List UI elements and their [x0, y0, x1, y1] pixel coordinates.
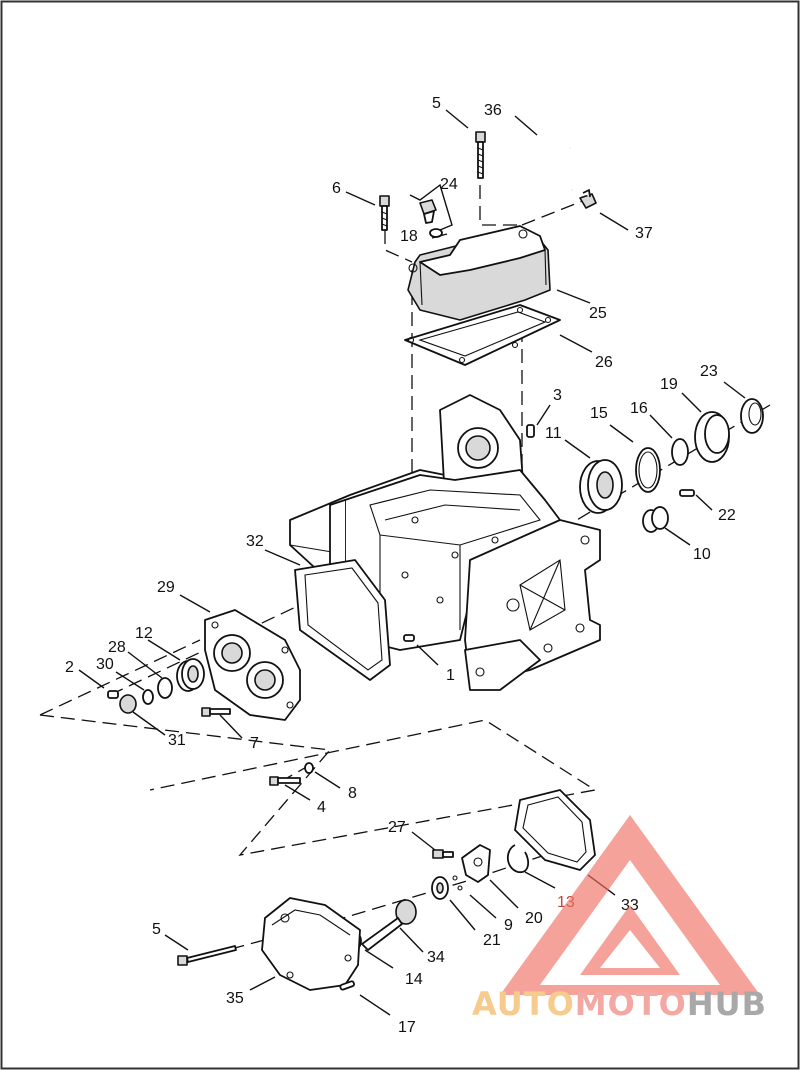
callout-37: 37 [635, 225, 653, 242]
callout-32: 32 [246, 533, 264, 550]
callout-17: 17 [398, 1019, 416, 1036]
callout-21: 21 [483, 932, 501, 949]
callout-5-bottom: 5 [152, 921, 161, 938]
callout-14: 14 [405, 971, 423, 988]
callout-5-top: 5 [432, 95, 441, 112]
callout-4: 4 [317, 799, 326, 816]
callout-19: 19 [660, 376, 678, 393]
top-cover-assembly [404, 225, 561, 366]
watermark-auto: AUTO [472, 985, 575, 1023]
callout-11: 11 [545, 425, 562, 442]
callout-10: 10 [693, 546, 711, 563]
callout-9: 9 [504, 917, 513, 934]
callout-31: 31 [168, 732, 186, 749]
left-side-components [107, 559, 415, 786]
callout-25: 25 [589, 305, 607, 322]
callout-35: 35 [226, 990, 244, 1007]
callout-12: 12 [135, 625, 153, 642]
bearing-stack [526, 398, 764, 533]
callout-6: 6 [332, 180, 341, 197]
callout-1: 1 [446, 667, 455, 684]
callout-28: 28 [108, 639, 126, 656]
side-cover-assembly [177, 789, 596, 991]
watermark-triangle-icon [500, 815, 760, 995]
callout-23: 23 [700, 363, 718, 380]
callout-18: 18 [400, 228, 418, 245]
callout-22: 22 [718, 507, 736, 524]
callout-29: 29 [157, 579, 175, 596]
callout-34: 34 [427, 949, 445, 966]
callout-27: 27 [388, 819, 406, 836]
callout-30: 30 [96, 656, 114, 673]
callout-labels: 1 2 3 4 5 5 6 7 8 9 10 11 12 13 14 15 16… [65, 95, 736, 1036]
top-hardware [379, 131, 597, 238]
callout-24: 24 [440, 176, 458, 193]
callout-7: 7 [250, 735, 259, 752]
callout-3: 3 [553, 387, 562, 404]
watermark-logo: AUTOMOTOHUB [472, 815, 767, 1023]
callout-36: 36 [484, 102, 502, 119]
callout-26: 26 [595, 354, 613, 371]
watermark-moto: MOTO [575, 985, 687, 1023]
watermark-inner-triangle-icon [580, 905, 680, 975]
svg-text:AUTOMOTOHUB: AUTOMOTOHUB [472, 985, 767, 1023]
callout-8: 8 [348, 785, 357, 802]
callout-15: 15 [590, 405, 608, 422]
leader-lines [78, 109, 746, 1016]
callout-2: 2 [65, 659, 74, 676]
watermark-hub: HUB [687, 985, 767, 1023]
callout-20: 20 [525, 910, 543, 927]
callout-16: 16 [630, 400, 648, 417]
